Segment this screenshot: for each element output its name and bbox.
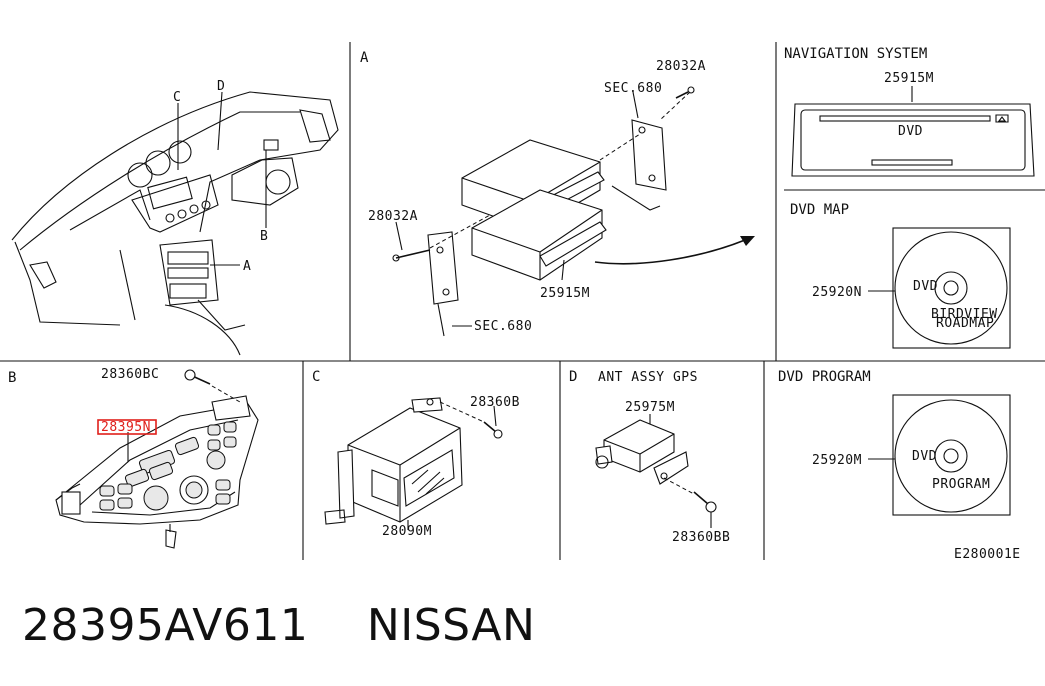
- diagram-code: E280001E: [954, 547, 1021, 562]
- dvd-map-disc: [868, 227, 1011, 349]
- panel-c-letter: C: [312, 369, 320, 385]
- nav-head-unit: DVD: [791, 86, 1035, 177]
- callout-c: C: [173, 90, 181, 105]
- callout-b: B: [260, 229, 268, 244]
- label-25920n: 25920N: [812, 285, 862, 300]
- dvd-map-disc-sub-text: ROADMAP: [936, 316, 994, 331]
- nav-unit-assembly: [392, 86, 755, 337]
- label-28032a-top: 28032A: [656, 59, 706, 74]
- label-28360bb: 28360BB: [672, 530, 730, 545]
- dvd-map-disc-main-text: BIRDVIEW: [931, 307, 998, 322]
- nav-dvd-logo: DVD: [898, 124, 923, 139]
- dvd-program-title: DVD PROGRAM: [778, 369, 871, 385]
- label-28395n-highlighted: 28395N: [101, 420, 151, 435]
- panel-b-letter: B: [8, 370, 16, 386]
- panel-dividers: [0, 42, 1045, 560]
- label-28360bc: 28360BC: [101, 367, 159, 382]
- panel-d-letter: D: [569, 369, 577, 385]
- callout-a: A: [243, 259, 251, 274]
- label-28360b: 28360B: [470, 395, 520, 410]
- label-25920m: 25920M: [812, 453, 862, 468]
- navigation-title: NAVIGATION SYSTEM: [784, 46, 927, 62]
- control-unit-assembly: [324, 397, 503, 530]
- callout-d: D: [217, 79, 225, 94]
- label-28032a-left: 28032A: [368, 209, 418, 224]
- label-28090m: 28090M: [382, 524, 432, 539]
- brand-name: NISSAN: [366, 600, 536, 651]
- part-footer: 28395AV611 NISSAN: [22, 600, 535, 651]
- dvd-map-disc-top-text: DVD: [913, 279, 938, 294]
- label-25975m: 25975M: [625, 400, 675, 415]
- gps-antenna-assembly: [595, 414, 717, 528]
- panel-a-letter: A: [360, 50, 369, 66]
- dashboard-overview: [11, 91, 339, 356]
- label-nav-25915m: 25915M: [884, 71, 934, 86]
- ant-assy-gps-title: ANT ASSY GPS: [598, 370, 698, 385]
- part-number: 28395AV611: [22, 600, 309, 651]
- control-panel-assembly: [55, 369, 259, 549]
- dvd-program-disc: [868, 394, 1011, 516]
- dvd-program-disc-main-text: PROGRAM: [932, 477, 990, 492]
- label-sec680-bottom: SEC.680: [474, 319, 532, 334]
- highlight-box: [97, 419, 157, 435]
- dvd-map-title: DVD MAP: [790, 202, 849, 218]
- label-25915m: 25915M: [540, 286, 590, 301]
- dvd-program-disc-top-text: DVD: [912, 449, 937, 464]
- label-sec680-top: SEC.680: [604, 81, 662, 96]
